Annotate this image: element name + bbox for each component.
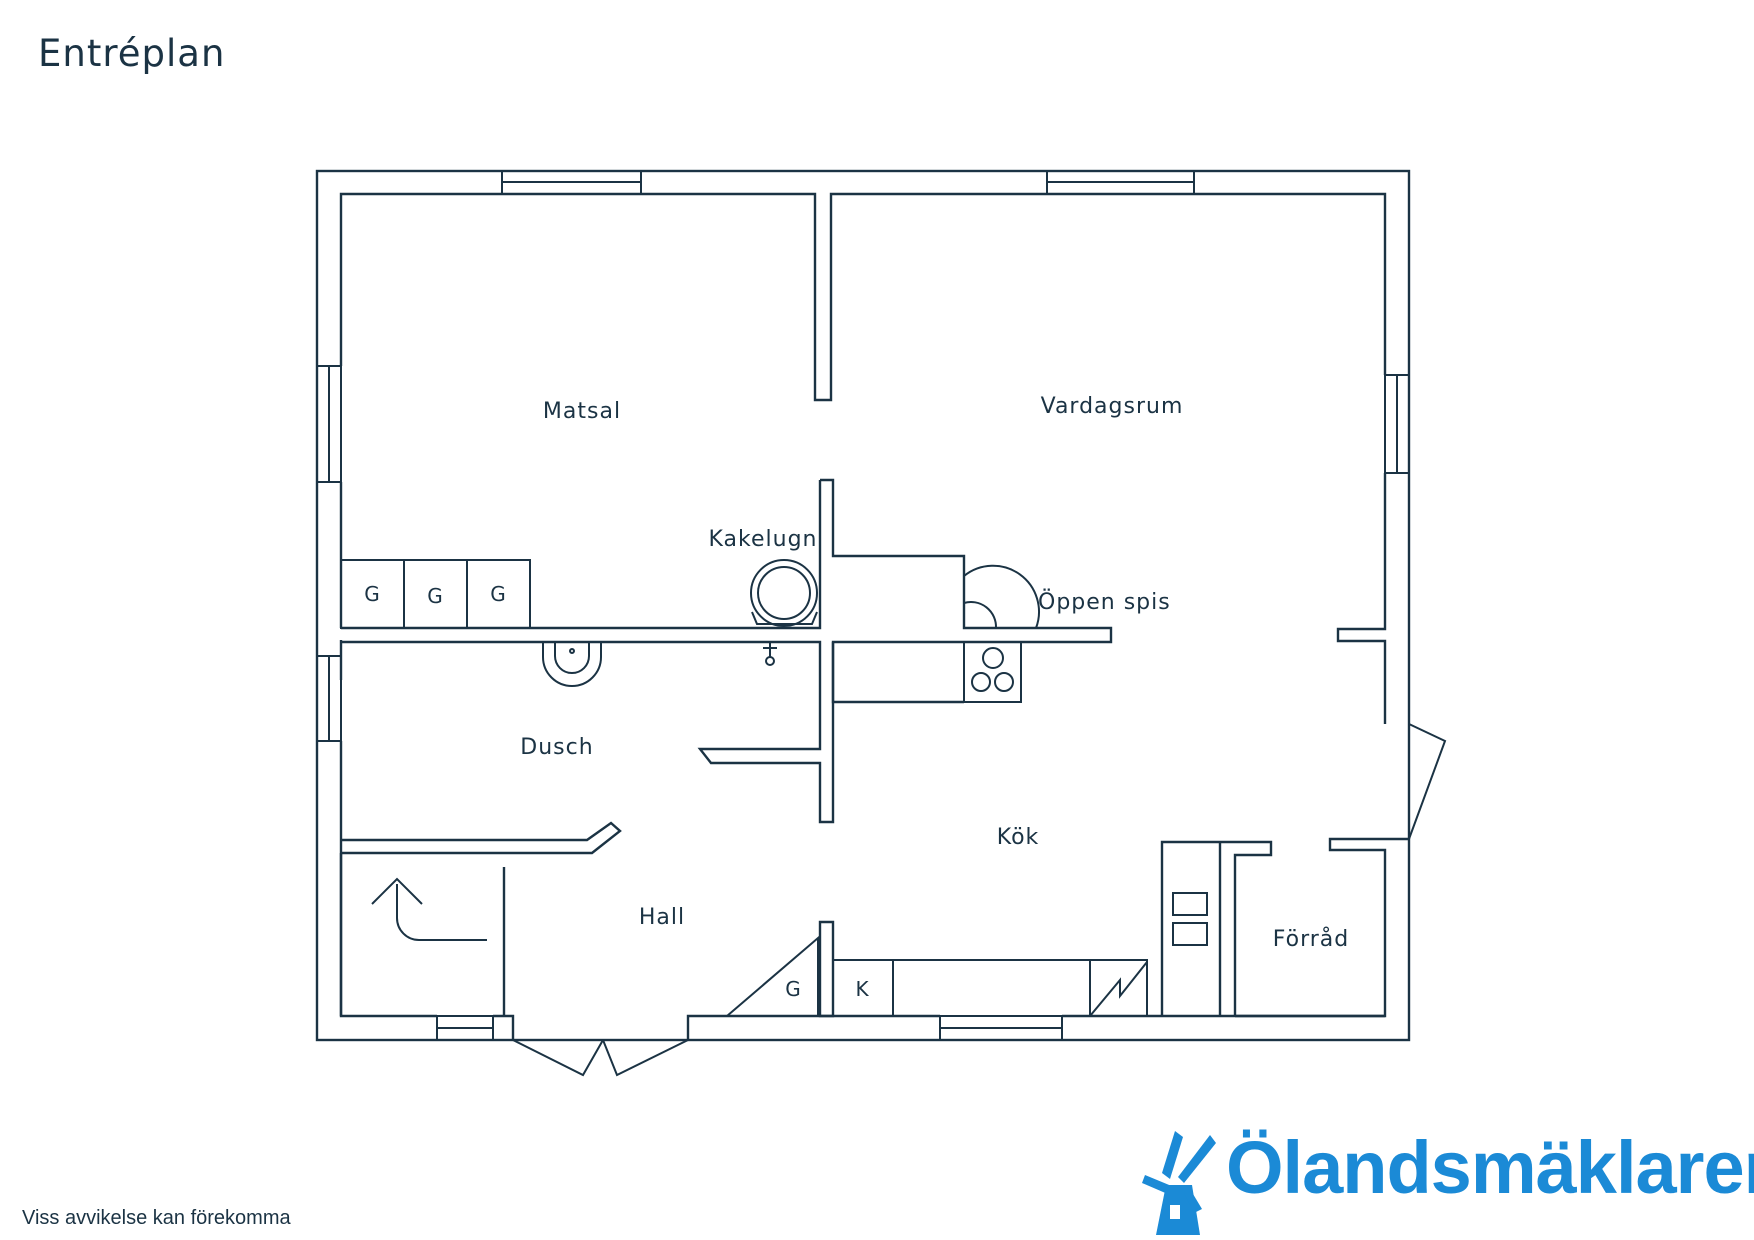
- brand-logo[interactable]: Ölandsmäklaren: [1140, 1125, 1754, 1240]
- fixtures: [340, 559, 1221, 1017]
- wardrobe-label: G: [785, 977, 801, 1001]
- page-title: Entréplan: [38, 32, 226, 75]
- symbol-labels: G G G G K: [364, 582, 869, 1001]
- windmill-icon: [1142, 1131, 1216, 1235]
- doors: [512, 723, 1447, 1077]
- disclaimer: Viss avvikelse kan förekomma: [22, 1207, 291, 1229]
- wardrobe-label: G: [364, 582, 380, 606]
- exterior-walls: [315, 169, 1411, 1042]
- room-label-matsal: Matsal: [543, 399, 621, 424]
- windows: [316, 170, 1410, 1041]
- fridge-label: K: [855, 977, 869, 1001]
- room-label-dusch: Dusch: [520, 735, 593, 760]
- shower-icon: [763, 642, 777, 666]
- room-label-vardagsrum: Vardagsrum: [1041, 394, 1184, 419]
- room-label-kok: Kök: [997, 825, 1040, 850]
- brand-name: Ölandsmäklaren: [1226, 1126, 1754, 1209]
- wardrobe-label: G: [490, 582, 506, 606]
- tile-stove-icon: [750, 559, 818, 627]
- stairs-arrow-icon: [371, 877, 487, 941]
- electrical-panel-icon: [1089, 959, 1148, 1017]
- fireplace-icon: [963, 564, 1040, 629]
- wardrobe-label: G: [427, 584, 443, 608]
- room-label-kakelugn: Kakelugn: [709, 527, 818, 552]
- stove-icon: [963, 641, 1022, 703]
- room-label-oppen-spis: Öppen spis: [1038, 589, 1171, 615]
- room-labels: Matsal Vardagsrum Kakelugn Öppen spis Du…: [520, 394, 1349, 952]
- room-label-forrad: Förråd: [1273, 926, 1349, 952]
- room-label-hall: Hall: [639, 905, 685, 930]
